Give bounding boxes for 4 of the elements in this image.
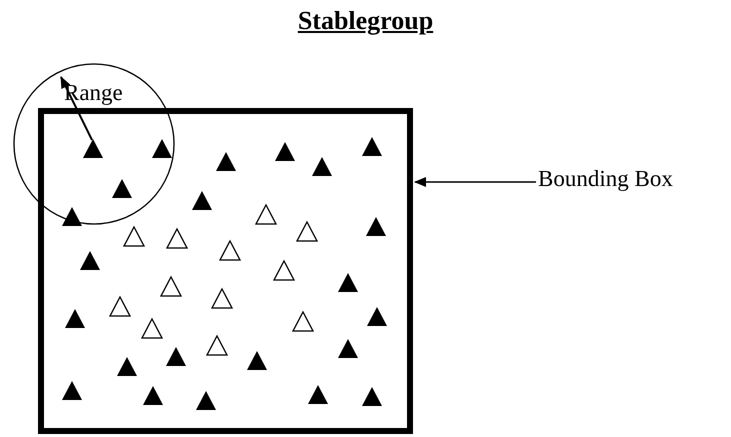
leader-arrow — [414, 177, 536, 187]
node-label: Bounding Box — [538, 166, 673, 192]
title: Stablegroup — [296, 6, 434, 36]
bounding-box — [38, 108, 413, 434]
